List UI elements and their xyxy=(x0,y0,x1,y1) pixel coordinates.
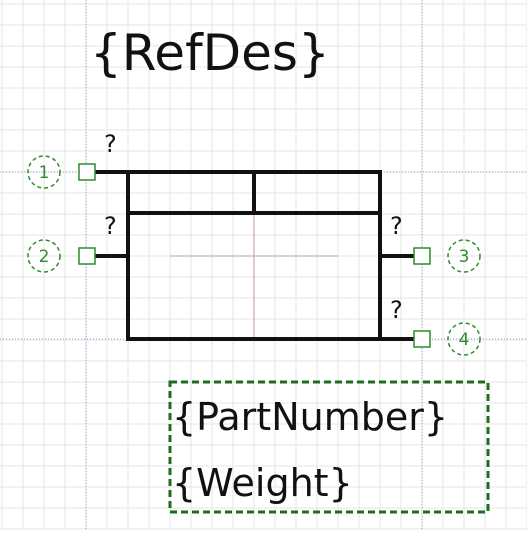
pin-4-number: 4 xyxy=(459,330,470,350)
pin-3[interactable]: 3 ? xyxy=(380,212,481,273)
pin-1-connector[interactable] xyxy=(78,163,96,181)
pin-2-connector[interactable] xyxy=(78,247,96,265)
pin-1[interactable]: 1 ? xyxy=(27,130,128,189)
pin-2[interactable]: 2 ? xyxy=(27,212,128,273)
refdes-label[interactable]: {RefDes} xyxy=(90,24,330,82)
pin-4-connector[interactable] xyxy=(413,330,431,348)
pin-1-number: 1 xyxy=(39,163,50,183)
pin-3-number: 3 xyxy=(459,247,470,267)
weight-attribute[interactable]: {Weight} xyxy=(172,461,353,505)
pin-4-label[interactable]: ? xyxy=(390,296,403,324)
pin-4[interactable]: 4 ? xyxy=(380,296,481,356)
part-number-attribute[interactable]: {PartNumber} xyxy=(172,395,448,439)
pin-2-number: 2 xyxy=(39,247,50,267)
pin-1-number-circle xyxy=(27,155,61,189)
pin-3-connector[interactable] xyxy=(413,247,431,265)
pin-1-label[interactable]: ? xyxy=(104,130,117,158)
pin-2-number-circle xyxy=(27,239,61,273)
pin-3-number-circle xyxy=(447,239,481,273)
pin-4-number-circle xyxy=(447,322,481,356)
origin-cross xyxy=(170,214,338,338)
pin-2-label[interactable]: ? xyxy=(104,212,117,240)
pin-3-label[interactable]: ? xyxy=(390,212,403,240)
attribute-box[interactable] xyxy=(168,380,490,514)
